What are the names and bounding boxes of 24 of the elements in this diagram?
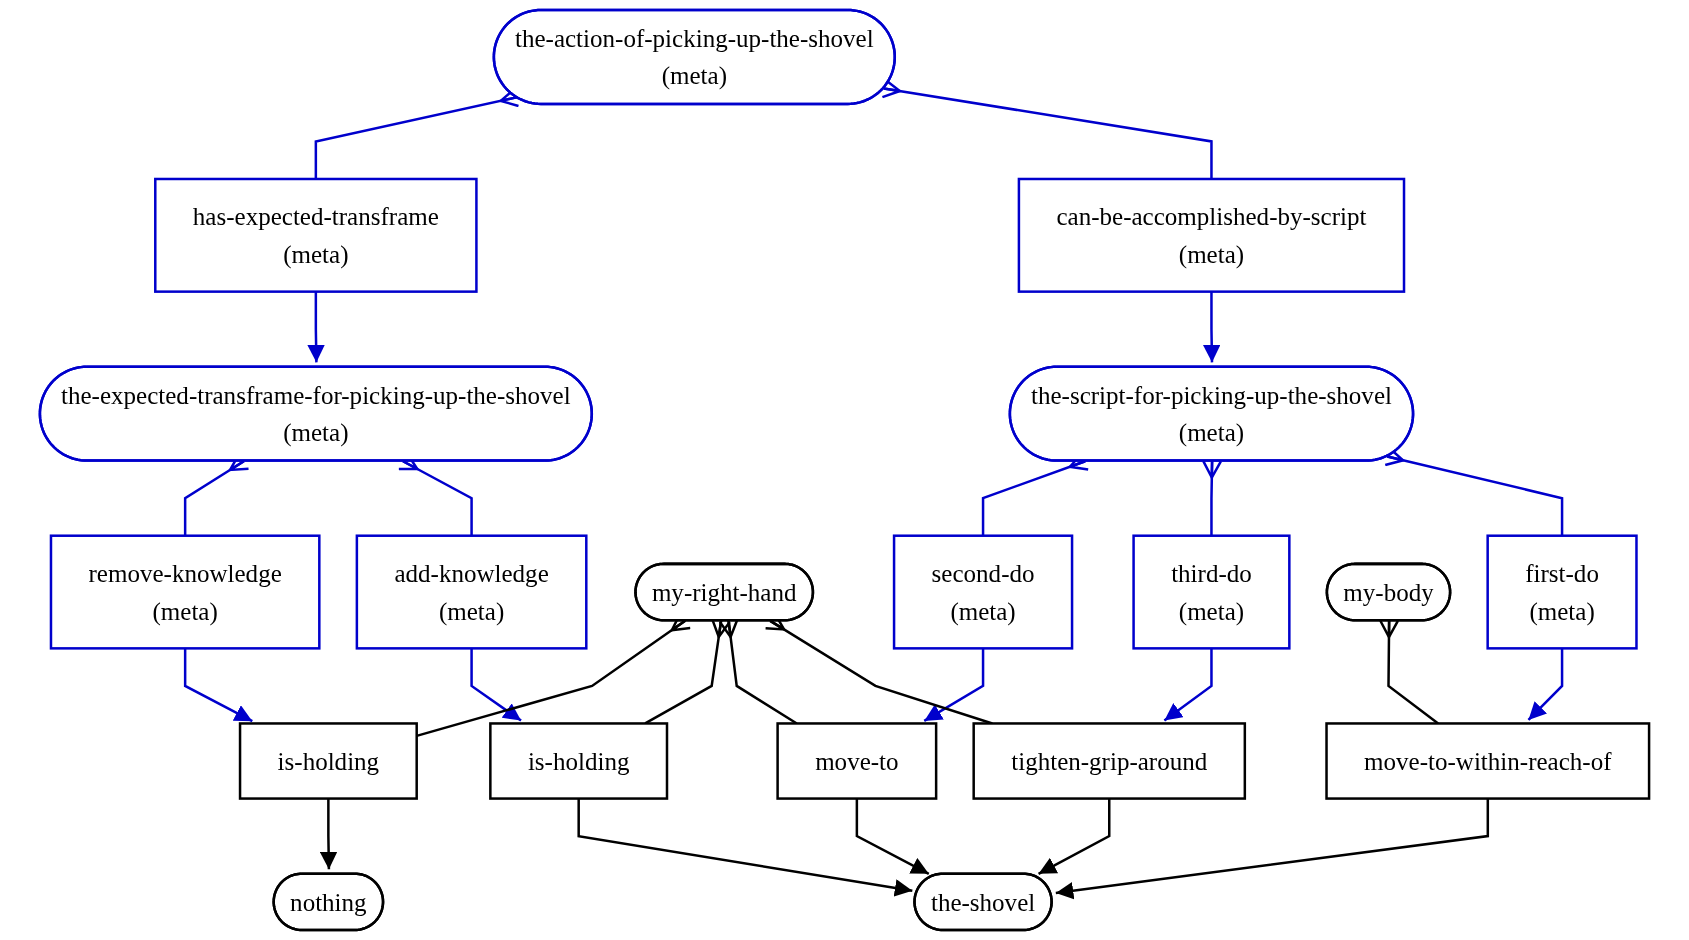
- node-box: third-do (meta): [1132, 534, 1291, 650]
- arrow: [577, 798, 913, 897]
- node-box: remove-knowledge (meta): [49, 534, 321, 650]
- node-box: move-to: [776, 722, 938, 800]
- node-box: add-knowledge (meta): [355, 534, 588, 650]
- arrow: [1038, 798, 1111, 875]
- node-box: move-to-within-reach-of: [1325, 722, 1651, 800]
- arrow: [923, 648, 985, 722]
- arrow: [183, 648, 253, 723]
- arrow: [1202, 291, 1221, 363]
- arrow: [319, 798, 338, 870]
- arrow: [1163, 648, 1213, 722]
- node-box: first-do (meta): [1486, 534, 1638, 650]
- node-box: has-expected-transframe (meta): [154, 177, 478, 293]
- arrow: [307, 291, 325, 363]
- node-box: can-be-accomplished-by-script (meta): [1017, 177, 1406, 293]
- node-box: is-holding: [489, 722, 669, 800]
- node-box: is-holding: [238, 722, 418, 800]
- arrow: [1527, 648, 1564, 721]
- arrow: [855, 798, 930, 875]
- node-box: tighten-grip-around: [972, 722, 1247, 800]
- arrow: [1055, 798, 1490, 900]
- arrow: [470, 648, 522, 722]
- node-box: second-do (meta): [892, 534, 1074, 650]
